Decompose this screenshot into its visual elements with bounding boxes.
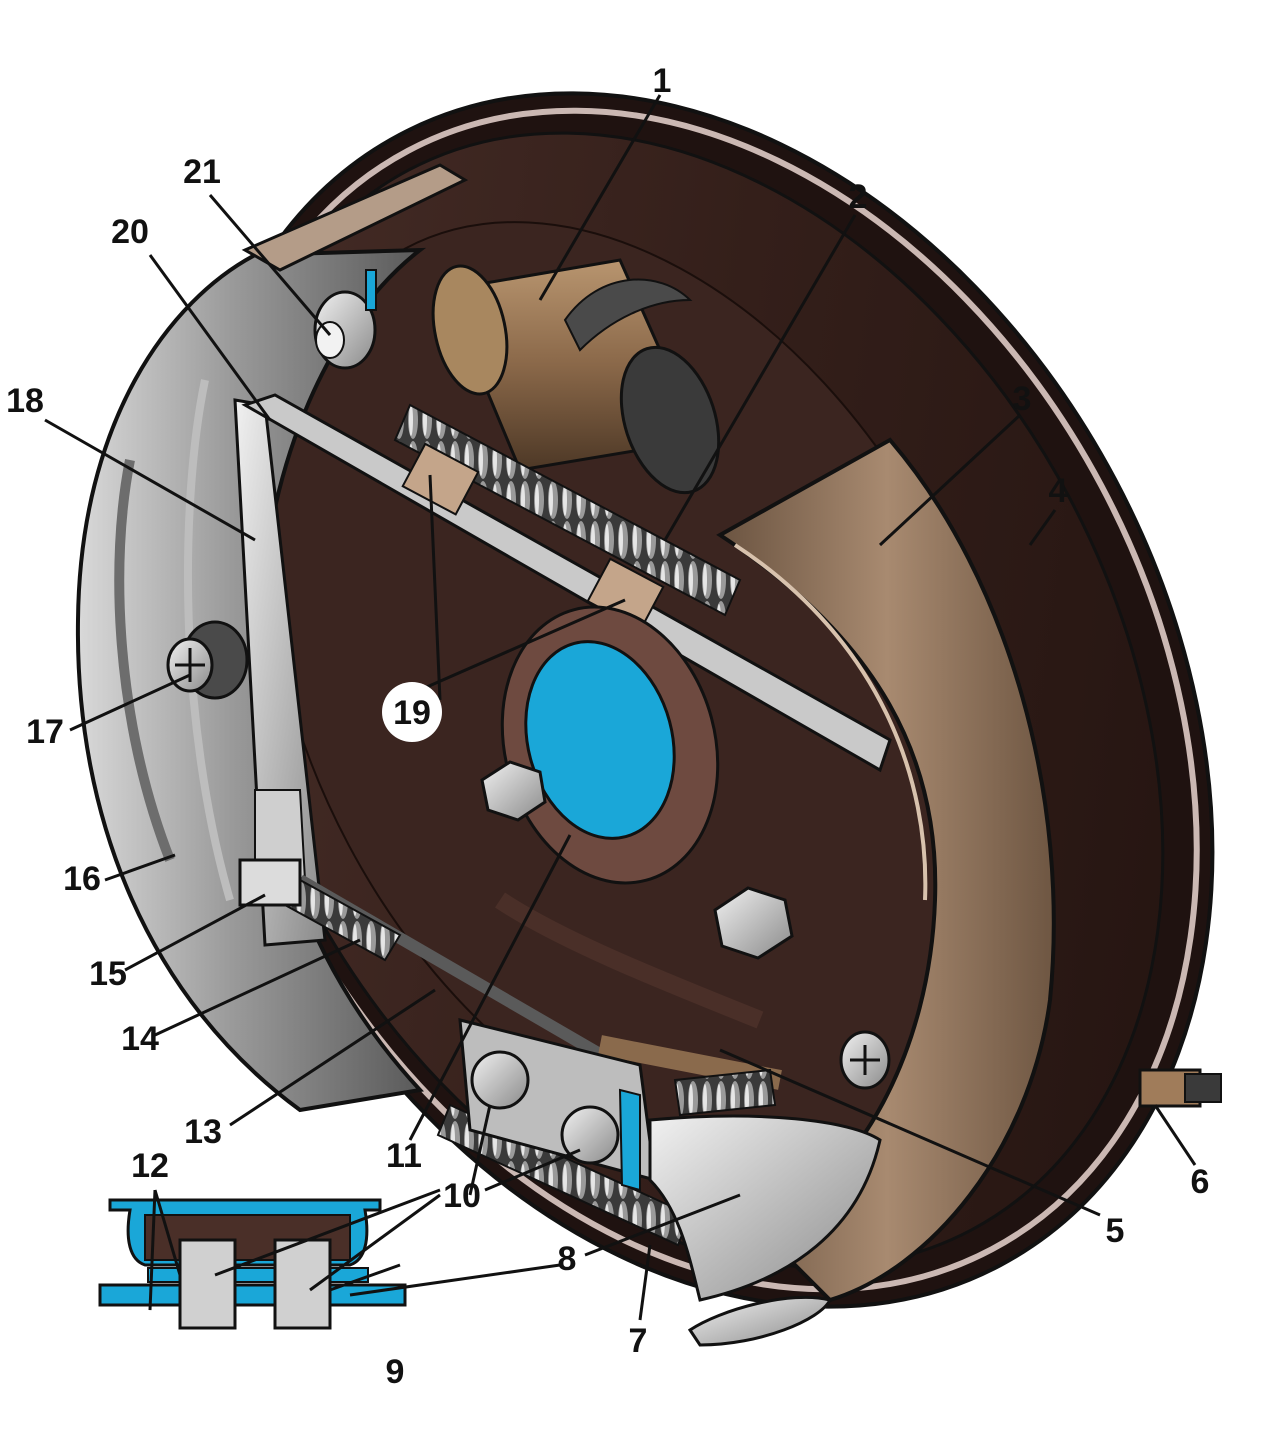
retaining-screw [166, 620, 249, 700]
callout-4: 4 [1049, 472, 1068, 510]
adjuster-bolt [1138, 1068, 1222, 1108]
callout-18: 18 [6, 382, 44, 420]
callout-2: 2 [849, 178, 868, 216]
upper-return-spring [393, 403, 742, 617]
callout-19-badge [382, 682, 442, 742]
callout-17: 17 [26, 713, 64, 751]
shoe-web-lower [648, 1114, 882, 1302]
callout-6: 6 [1191, 1163, 1210, 1201]
clip-upper [401, 442, 480, 516]
mounting-nut-2 [713, 886, 794, 960]
brake-shoe-lining [716, 437, 1056, 1303]
inset-pin-1 [178, 1238, 237, 1330]
lever-pivot-block [238, 858, 302, 907]
lower-return-spring [436, 1103, 692, 1247]
hub-flange [500, 605, 720, 885]
cable-return-spring [673, 1068, 777, 1117]
blue-plate-edge [618, 1088, 641, 1192]
callout-10: 10 [443, 1177, 481, 1215]
callout-8: 8 [558, 1240, 577, 1278]
support-pin-1 [470, 1050, 530, 1110]
support-plate [458, 1018, 657, 1192]
leader-lines [44, 94, 1197, 1321]
callout-16: 16 [63, 860, 101, 898]
wheel-cylinder [431, 258, 721, 495]
callout-7: 7 [629, 1322, 648, 1360]
mounting-nut-1 [480, 760, 547, 822]
hub-opening [524, 640, 676, 840]
linkage-pin [313, 269, 377, 370]
callout-21: 21 [183, 153, 221, 191]
support-pin-2 [560, 1105, 620, 1165]
callout-13: 13 [184, 1113, 222, 1151]
callout-labels: 1 2 3 4 5 6 7 8 9 10 11 12 13 14 15 16 1… [6, 62, 1209, 1391]
callout-20: 20 [111, 213, 149, 251]
callout-12: 12 [131, 1147, 169, 1185]
callout-1: 1 [653, 62, 672, 100]
plate-rib [495, 892, 764, 1029]
callout-15: 15 [89, 955, 127, 993]
inset-pin-2 [273, 1238, 332, 1330]
callout-5: 5 [1106, 1212, 1125, 1250]
callout-14: 14 [121, 1020, 159, 1058]
callout-11: 11 [386, 1137, 422, 1175]
callout-19: 19 [393, 694, 431, 732]
shoe-tip [687, 1295, 833, 1347]
callout-3: 3 [1013, 380, 1032, 418]
callout-9: 9 [386, 1353, 405, 1391]
shoe-screw-lower [839, 1030, 891, 1090]
